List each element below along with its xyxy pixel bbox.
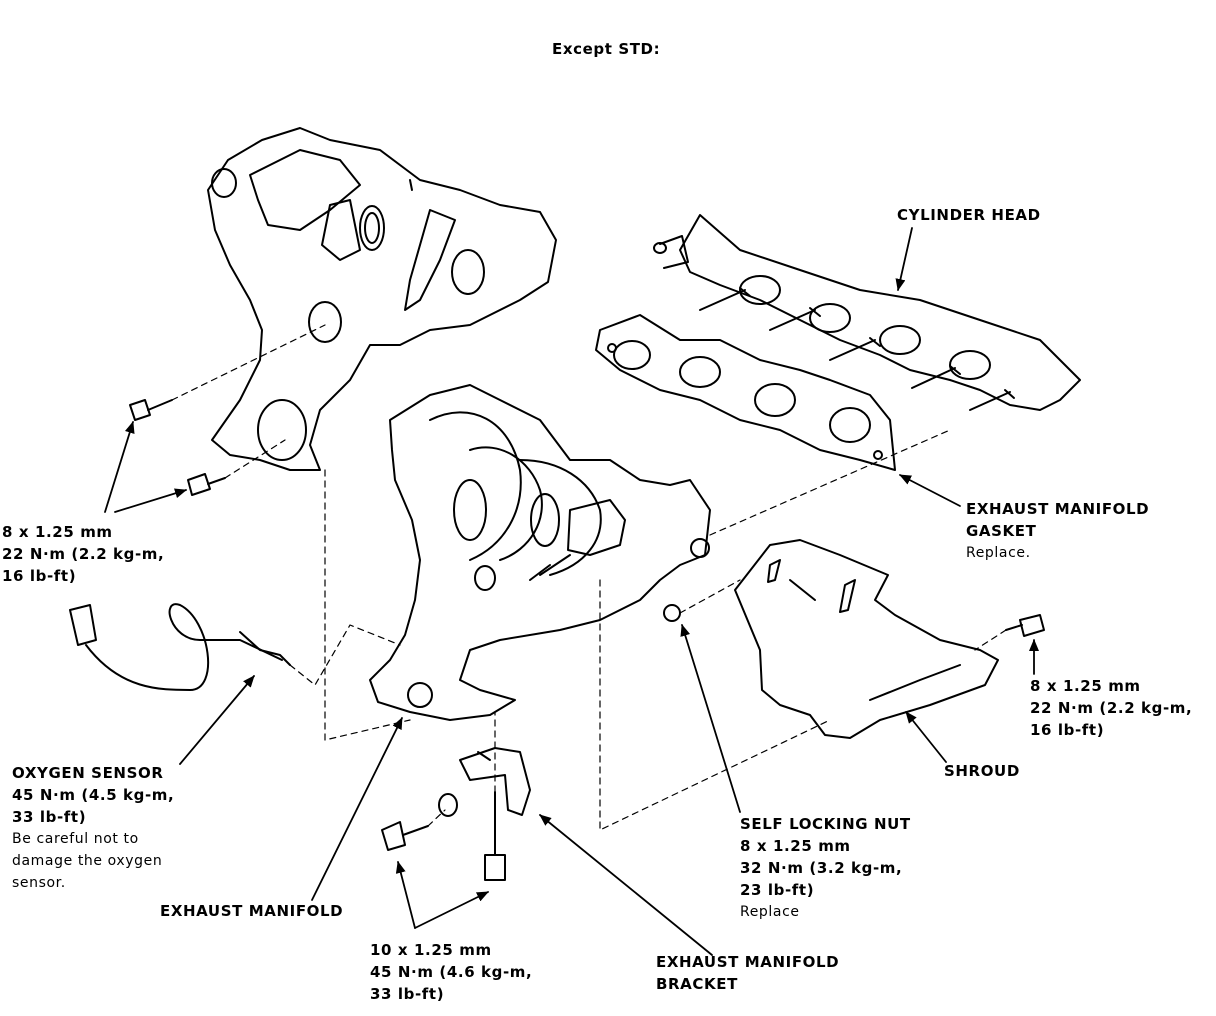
cover-bolt-torque-line1: 22 N·m (2.2 kg-m, <box>2 545 165 563</box>
nut-note: Replace <box>740 904 800 920</box>
gasket-name-line2: GASKET <box>966 522 1037 540</box>
oxygen-sensor-torque-line1: 45 N·m (4.5 kg-m, <box>12 786 175 804</box>
oxygen-sensor-note-line2: damage the oxygen <box>12 853 163 869</box>
exhaust-manifold-gasket <box>595 314 896 471</box>
label-exhaust-manifold-gasket: EXHAUST MANIFOLD GASKET Replace. <box>966 498 1149 564</box>
label-exhaust-manifold: EXHAUST MANIFOLD <box>160 902 344 920</box>
assembly-lines <box>171 324 1007 831</box>
bracket-bolt-torque-line1: 45 N·m (4.6 kg-m, <box>370 963 533 981</box>
nut-size: 8 x 1.25 mm <box>740 837 851 855</box>
label-oxygen-sensor: OXYGEN SENSOR 45 N·m (4.5 kg-m, 33 lb-ft… <box>12 762 174 894</box>
gasket-note: Replace. <box>966 545 1031 561</box>
cover-bolt-size: 8 x 1.25 mm <box>2 523 113 541</box>
bracket-bolt-torque-line2: 33 lb-ft) <box>370 985 445 1003</box>
bracket-bolt-size: 10 x 1.25 mm <box>370 941 492 959</box>
cover-bolt-torque-line2: 16 lb-ft) <box>2 567 77 585</box>
oxygen-sensor-torque-line2: 33 lb-ft) <box>12 808 87 826</box>
label-shroud: SHROUD <box>944 762 1020 780</box>
shroud <box>734 539 999 739</box>
bracket-name-line2: BRACKET <box>656 975 738 993</box>
shroud-bolt-size: 8 x 1.25 mm <box>1030 677 1141 695</box>
shroud-bolt-torque-line2: 16 lb-ft) <box>1030 721 1105 739</box>
heat-cover-upper <box>207 127 557 471</box>
exhaust-manifold-bracket <box>459 747 531 816</box>
label-bracket-bolt-spec: 10 x 1.25 mm 45 N·m (4.6 kg-m, 33 lb-ft) <box>370 939 532 1005</box>
label-shroud-bolt-spec: 8 x 1.25 mm 22 N·m (2.2 kg-m, 16 lb-ft) <box>1030 675 1192 741</box>
exhaust-manifold <box>369 384 711 721</box>
fasteners <box>129 399 1045 881</box>
gasket-name-line1: EXHAUST MANIFOLD <box>966 500 1150 518</box>
oxygen-sensor-name: OXYGEN SENSOR <box>12 764 164 782</box>
diagram-title: Except STD: <box>552 40 661 58</box>
label-self-locking-nut: SELF LOCKING NUT 8 x 1.25 mm 32 N·m (3.2… <box>740 813 911 923</box>
oxygen-sensor-note-line1: Be careful not to <box>12 831 139 847</box>
nut-torque-line1: 32 N·m (3.2 kg-m, <box>740 859 903 877</box>
leader-arrows <box>104 227 1039 956</box>
bracket-name-line1: EXHAUST MANIFOLD <box>656 953 840 971</box>
oxygen-sensor-note-line3: sensor. <box>12 875 66 891</box>
label-exhaust-manifold-bracket: EXHAUST MANIFOLD BRACKET <box>656 951 839 995</box>
label-cylinder-head: CYLINDER HEAD <box>897 206 1041 224</box>
nut-name: SELF LOCKING NUT <box>740 815 911 833</box>
label-cover-bolt-spec: 8 x 1.25 mm 22 N·m (2.2 kg-m, 16 lb-ft) <box>2 521 164 587</box>
shroud-bolt-torque-line1: 22 N·m (2.2 kg-m, <box>1030 699 1193 717</box>
nut-torque-line2: 23 lb-ft) <box>740 881 815 899</box>
cylinder-head <box>653 214 1081 411</box>
oxygen-sensor <box>69 603 291 691</box>
